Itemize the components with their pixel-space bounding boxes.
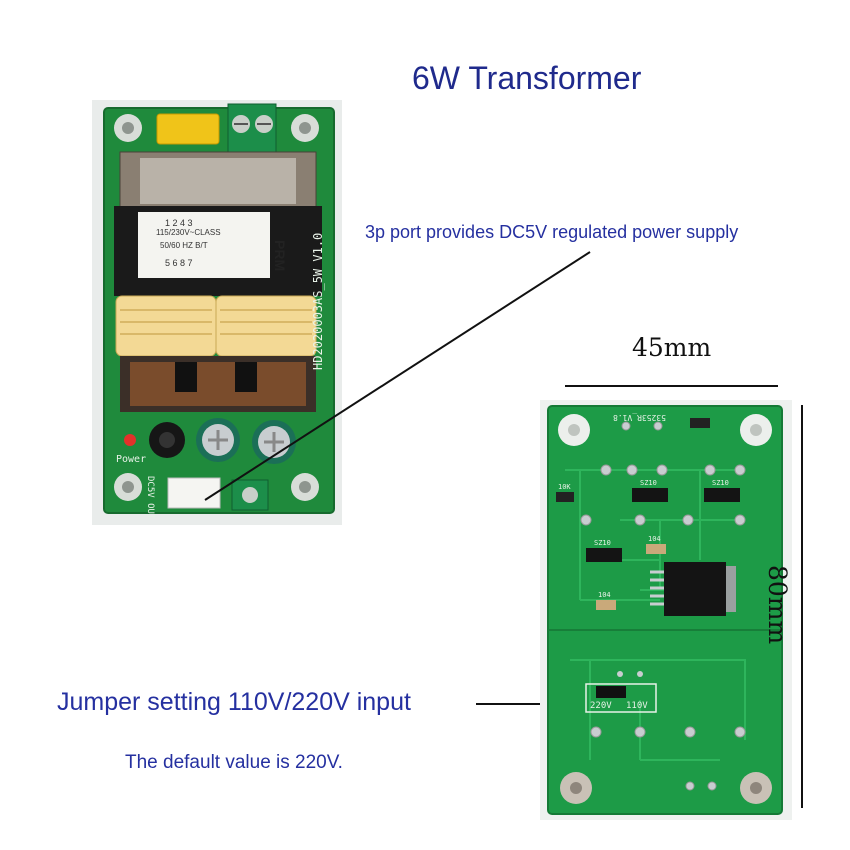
jumper-header: 220V 110V	[585, 671, 657, 713]
voltage-regulator	[650, 562, 736, 616]
jumper-110-label: 110V	[626, 701, 648, 711]
transformer-freq: 50/60 HZ B/T	[160, 241, 208, 250]
smd-resistor	[690, 418, 710, 428]
smd-diode: SZ10	[632, 479, 668, 502]
output-connector	[167, 477, 221, 509]
jumper-board: 53253R_V1.8 SZ10 SZ10 SZ10 104 104 10K	[540, 400, 792, 820]
model-label: HD2020003AS_5W V1.0	[311, 233, 325, 370]
svg-text:SZ10: SZ10	[640, 479, 657, 487]
smd-diode: SZ10	[586, 539, 622, 562]
svg-text:SZ10: SZ10	[594, 539, 611, 547]
smd-resistor: 10K	[556, 483, 574, 502]
board-label-top: 53253R_V1.8	[613, 413, 666, 422]
svg-text:10K: 10K	[558, 483, 571, 491]
svg-text:SZ10: SZ10	[712, 479, 729, 487]
transformer-pins-top: 1 2 4 3	[165, 218, 193, 228]
electrolytic-capacitor	[252, 420, 296, 464]
height-dimension-label: 80mm	[763, 565, 792, 645]
mounting-hole	[291, 473, 319, 501]
mounting-hole	[291, 114, 319, 142]
electrolytic-capacitor	[196, 418, 240, 462]
transformer-brand: PRM	[272, 240, 288, 271]
smd-capacitor: 104	[646, 535, 666, 554]
jumper-callout: Jumper setting 110V/220V input	[57, 688, 411, 716]
width-dimension-label: 45mm	[632, 333, 712, 362]
input-terminal	[227, 103, 277, 153]
mounting-hole	[560, 772, 592, 804]
output-label: DC5V OUT	[145, 476, 155, 520]
transformer: PRM 115/230V~CLASS 50/60 HZ B/T 1 2 4 3 …	[114, 151, 322, 412]
svg-text:104: 104	[598, 591, 611, 599]
mounting-hole	[114, 473, 142, 501]
mounting-hole	[114, 114, 142, 142]
svg-text:104: 104	[648, 535, 661, 543]
mounting-hole	[740, 772, 772, 804]
page-title: 6W Transformer	[412, 60, 642, 96]
jumper-220-label: 220V	[590, 701, 612, 711]
callout-leader-line	[204, 251, 591, 501]
power-supply-board: PRM 115/230V~CLASS 50/60 HZ B/T 1 2 4 3 …	[92, 100, 342, 525]
default-value-note: The default value is 220V.	[125, 752, 343, 773]
mounting-hole	[558, 414, 590, 446]
port-callout: 3p port provides DC5V regulated power su…	[365, 222, 739, 242]
power-label: Power	[116, 454, 146, 465]
transformer-pins-bottom: 5 6 8 7	[165, 258, 193, 268]
mounting-hole	[740, 414, 772, 446]
x-capacitor	[156, 113, 220, 145]
smd-capacitor: 104	[596, 591, 616, 610]
transformer-rating: 115/230V~CLASS	[156, 228, 221, 237]
smd-diode: SZ10	[704, 479, 740, 502]
power-led	[124, 434, 136, 446]
